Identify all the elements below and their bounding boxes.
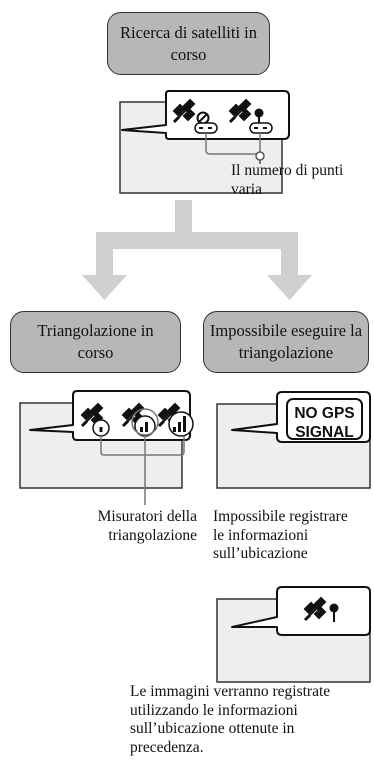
previous-location-line-1: Le immagini verranno registrate bbox=[130, 683, 331, 700]
flow-arrows bbox=[82, 200, 312, 300]
no-gps-signal-badge: NO GPS SIGNAL bbox=[286, 398, 363, 441]
meters-line-2: triangolazione bbox=[108, 526, 197, 544]
previous-location-caption: Le immagini verranno registrate utilizza… bbox=[130, 683, 372, 757]
location-pin-icon bbox=[303, 596, 339, 622]
points-vary-line-2: varia bbox=[231, 180, 262, 198]
satellite-signal-3-icon bbox=[157, 402, 194, 437]
screen-previous-location bbox=[216, 586, 371, 683]
satellite-pin-icon bbox=[228, 98, 264, 125]
points-vary-line-1: Il numero di punti bbox=[231, 162, 344, 179]
cannot-triangulate-status-label: Impossibile eseguire la triangolazione bbox=[209, 321, 363, 362]
searching-status-box: Ricerca di satelliti in corso bbox=[107, 12, 270, 75]
cannot-record-line-1: Impossibile registrare bbox=[213, 508, 348, 525]
satellite-signal-1-icon bbox=[80, 402, 110, 437]
no-gps-badge-line-2: SIGNAL bbox=[295, 424, 354, 441]
previous-location-line-2: utilizzando le informazioni bbox=[130, 701, 298, 719]
points-vary-caption: Il numero di punti varia bbox=[231, 162, 371, 199]
triangulating-status-label: Triangolazione in corso bbox=[37, 321, 154, 362]
triangulation-meters-caption: Misuratori della triangolazione bbox=[25, 508, 197, 545]
screen-searching bbox=[119, 90, 290, 194]
satellite-signal-2-icon bbox=[121, 402, 156, 437]
cannot-record-line-3: sull’ubicazione bbox=[213, 545, 308, 562]
triangulating-status-box: Triangolazione in corso bbox=[10, 311, 181, 373]
cannot-record-line-2: le informazioni bbox=[213, 526, 309, 544]
cannot-record-caption: Impossibile registrare le informazioni s… bbox=[213, 508, 373, 564]
previous-location-line-4: precedenza. bbox=[130, 738, 204, 756]
searching-status-label: Ricerca di satelliti in corso bbox=[120, 22, 257, 64]
cannot-triangulate-status-box: Impossibile eseguire la triangolazione bbox=[203, 311, 369, 373]
screen-triangulating bbox=[19, 390, 194, 505]
previous-location-line-3: sull’ubicazione ottenute in bbox=[130, 720, 295, 737]
meters-line-1: Misuratori della bbox=[97, 508, 197, 525]
no-gps-badge-line-1: NO GPS bbox=[294, 405, 355, 422]
